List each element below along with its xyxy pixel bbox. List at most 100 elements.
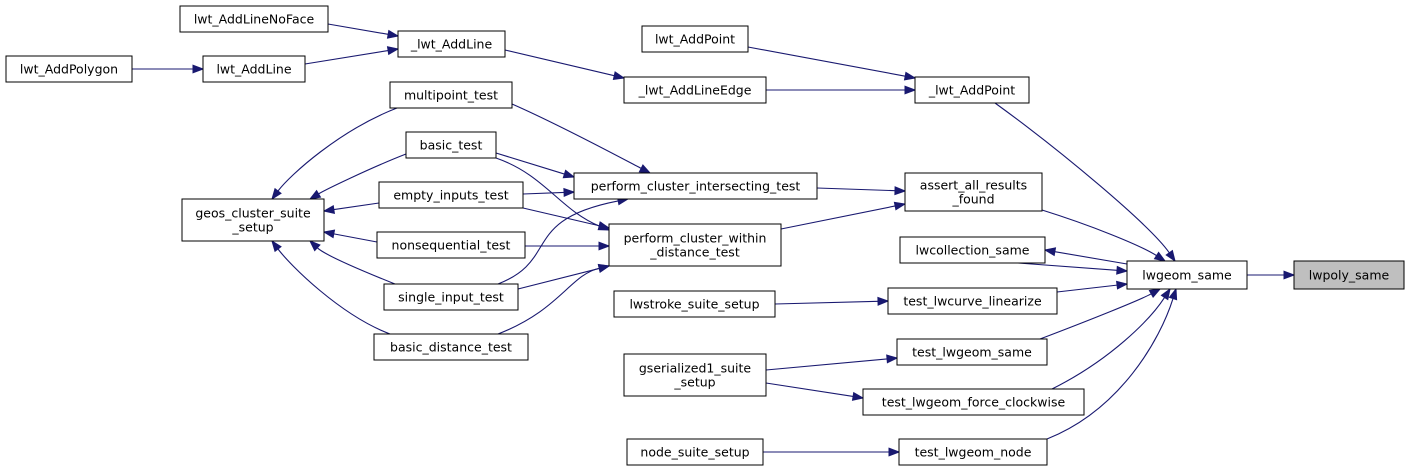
node-lwstroke-suite-setup[interactable]: lwstroke_suite_setup [613, 290, 776, 318]
edge-node_suite_setup-to-test_lwgeom_node [763, 447, 901, 457]
edge-lwt_addpoint-to-_lwt_addpoint [747, 46, 917, 81]
edge-multipoint_test-to-geos_cluster_suite_setup [271, 107, 398, 201]
node-label: geos_cluster_suite [195, 206, 311, 221]
edge-empty_inputs_test-to-geos_cluster_suite_setup [322, 202, 380, 214]
node-label: _distance_test [649, 245, 740, 260]
edge-_lwt_addline-to-_lwt_addlineedge [504, 49, 626, 80]
node-box [899, 236, 1046, 264]
node-lwt-addpolygon[interactable]: lwt_AddPolygon [5, 55, 133, 83]
node-lwt-addline[interactable]: lwt_AddLine [202, 55, 306, 83]
node--lwt-addlineedge[interactable]: _lwt_AddLineEdge [623, 76, 767, 104]
node-multipoint-test[interactable]: multipoint_test [389, 81, 513, 109]
node-label: lwt_AddPoint [655, 32, 735, 47]
node-box [397, 30, 506, 58]
edge-lwt_addline-to-_lwt_addline [304, 46, 400, 65]
node-label: lwcollection_same [916, 243, 1030, 258]
node-label: _setup [231, 220, 273, 235]
node-box [623, 76, 767, 104]
node-basic-test[interactable]: basic_test [405, 131, 497, 159]
node-lwgeom-same[interactable]: lwgeom_same [1126, 260, 1248, 290]
node-label: multipoint_test [404, 88, 498, 103]
node-lwt-addlinenoface[interactable]: lwt_AddLineNoFace [179, 5, 329, 33]
edge-gserialized1_suite_setup-to-test_lwgeom_force_clockwise [765, 382, 865, 401]
node-label: _setup [673, 375, 715, 390]
node-box [887, 287, 1058, 315]
edge-test_lwcurve_linearize-to-lwgeom_same [1056, 280, 1129, 293]
node-box [1126, 260, 1248, 290]
node-box [626, 438, 764, 466]
node-box [383, 283, 519, 311]
node-label: test_lwgeom_same [912, 345, 1032, 360]
node-box [179, 5, 329, 33]
edge-lwcollection_same-to-lwgeom_same [1017, 262, 1129, 275]
node-label: lwt_AddPolygon [20, 62, 118, 77]
node-label: empty_inputs_test [393, 188, 508, 203]
node-empty-inputs-test[interactable]: empty_inputs_test [378, 181, 524, 209]
edge-basic_distance_test-to-geos_cluster_suite_setup [271, 239, 391, 335]
node--lwt-addline[interactable]: _lwt_AddLine [397, 30, 506, 58]
node-perform-cluster-intersecting-test[interactable]: perform_cluster_intersecting_test [573, 172, 818, 200]
node-box [862, 388, 1085, 416]
edge-assert_all_results_found-to-lwgeom_same [1041, 209, 1167, 262]
node-node-suite-setup[interactable]: node_suite_setup [626, 438, 764, 466]
node-label: _found [951, 192, 994, 207]
node-box [608, 223, 782, 267]
node-perform-cluster-within-distance-test[interactable]: perform_cluster_within_distance_test [608, 223, 782, 267]
call-graph-edges [132, 23, 1296, 457]
node-box [914, 76, 1030, 104]
node-basic-distance-test[interactable]: basic_distance_test [373, 333, 529, 361]
node-lwt-addpoint[interactable]: lwt_AddPoint [641, 25, 749, 53]
node-box [623, 353, 767, 397]
node-label: test_lwgeom_force_clockwise [882, 395, 1066, 410]
node-box [896, 338, 1048, 366]
node-box [389, 81, 513, 109]
node-nonsequential-test[interactable]: nonsequential_test [376, 231, 526, 259]
node-box [373, 333, 529, 361]
edge-single_input_test-to-perform_cluster_within_distance_test [517, 264, 611, 290]
node-single-input-test[interactable]: single_input_test [383, 283, 519, 311]
node-label: assert_all_results [920, 178, 1027, 193]
node-label: nonsequential_test [392, 238, 511, 253]
node-test-lwgeom-node[interactable]: test_lwgeom_node [898, 438, 1048, 466]
node--lwt-addpoint[interactable]: _lwt_AddPoint [914, 76, 1030, 104]
node-label: _lwt_AddLine [410, 37, 493, 52]
node-box [613, 290, 776, 318]
edge-test_lwgeom_node-to-lwgeom_same [1046, 287, 1178, 440]
edge-lwgeom_same-to-lwcollection_same [1043, 247, 1128, 265]
node-label: _lwt_AddLineEdge [638, 83, 752, 98]
edge-test_lwgeom_force_clockwise-to-lwgeom_same [1051, 287, 1171, 390]
node-box [5, 55, 133, 83]
node-geos-cluster-suite-setup[interactable]: geos_cluster_suite_setup [181, 198, 325, 242]
edge-test_lwgeom_same-to-lwgeom_same [1039, 288, 1162, 340]
node-test-lwcurve-linearize[interactable]: test_lwcurve_linearize [887, 287, 1058, 315]
node-lwcollection-same[interactable]: lwcollection_same [899, 236, 1046, 264]
node-label: lwgeom_same [1142, 268, 1232, 283]
edge-perform_cluster_intersecting_test-to-assert_all_results_found [816, 186, 907, 196]
node-test-lwgeom-same[interactable]: test_lwgeom_same [896, 338, 1048, 366]
edge-empty_inputs_test-to-perform_cluster_intersecting_test [522, 187, 576, 197]
edge-basic_test-to-geos_cluster_suite_setup [308, 153, 407, 200]
edge-_lwt_addlineedge-to-_lwt_addpoint [766, 85, 917, 95]
node-assert-all-results-found[interactable]: assert_all_results_found [904, 172, 1043, 212]
node-box [1293, 260, 1405, 290]
node-gserialized1-suite-setup[interactable]: gserialized1_suite_setup [623, 353, 767, 397]
edge-single_input_test-to-geos_cluster_suite_setup [308, 240, 396, 285]
edge-basic_test-to-perform_cluster_intersecting_test [495, 152, 576, 179]
node-label: perform_cluster_within [624, 231, 767, 246]
node-test-lwgeom-force-clockwise[interactable]: test_lwgeom_force_clockwise [862, 388, 1085, 416]
edge-nonsequential_test-to-perform_cluster_within_distance_test [525, 241, 611, 251]
node-box [202, 55, 306, 83]
edge-lwt_addpolygon-to-lwt_addline [132, 64, 205, 74]
edge-lwstroke_suite_setup-to-test_lwcurve_linearize [774, 296, 890, 306]
node-label: _lwt_AddPoint [928, 83, 1015, 98]
node-box [181, 198, 325, 242]
node-box [641, 25, 749, 53]
node-box [898, 438, 1048, 466]
edge-perform_cluster_within_distance_test-to-assert_all_results_found [780, 201, 907, 230]
node-label: test_lwcurve_linearize [903, 294, 1042, 309]
edge-empty_inputs_test-to-perform_cluster_within_distance_test [522, 207, 611, 230]
node-box [405, 131, 497, 159]
node-label: test_lwgeom_node [915, 445, 1032, 460]
node-label: lwpoly_same [1309, 268, 1390, 283]
